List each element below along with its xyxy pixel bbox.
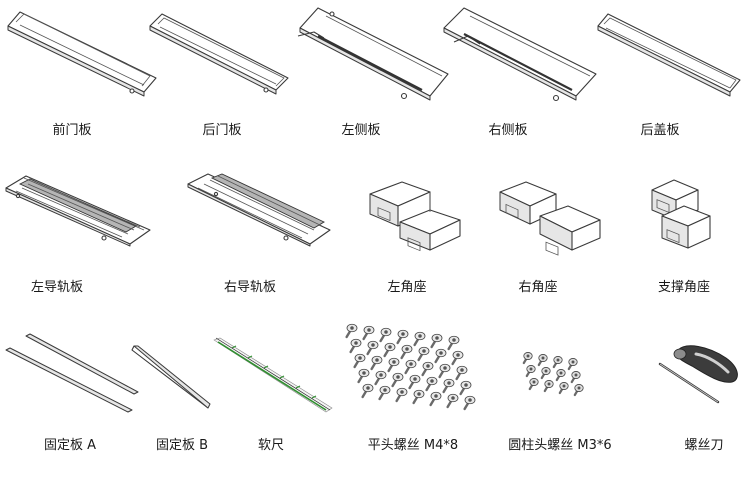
- cylinder-head-screw-label: 圆柱头螺丝 M3*6: [508, 438, 612, 453]
- screw: [362, 325, 375, 341]
- left-guide-rail-panel-drawing: [2, 174, 152, 247]
- flat-head-screw-drawing: [330, 320, 486, 416]
- screw: [417, 346, 430, 362]
- screw: [442, 378, 455, 394]
- screw: [543, 380, 554, 393]
- screw: [429, 391, 442, 407]
- screw: [400, 344, 413, 360]
- left-side-panel-drawing: [296, 6, 450, 102]
- screw: [345, 323, 358, 339]
- right-guide-rail-panel-label: 右导轨板: [223, 280, 277, 295]
- rear-door-panel-drawing: [148, 12, 290, 95]
- screw: [396, 329, 409, 345]
- screw: [567, 358, 578, 371]
- screw: [349, 338, 362, 354]
- flat-head-screw-label: 平头螺丝 M4*8: [367, 438, 459, 453]
- screw: [434, 348, 447, 364]
- fixing-plate-b-drawing: [130, 344, 212, 412]
- screw: [446, 393, 459, 409]
- screw: [357, 368, 370, 384]
- right-side-panel-drawing: [440, 6, 600, 102]
- right-side-panel-label: 右侧板: [488, 123, 528, 138]
- screw: [378, 385, 391, 401]
- screw: [379, 327, 392, 343]
- left-corner-seat-drawing: [364, 180, 464, 252]
- screw: [528, 378, 539, 391]
- right-corner-seat-drawing: [496, 180, 604, 256]
- screw: [558, 382, 569, 395]
- screw: [537, 354, 548, 367]
- front-door-panel-drawing: [6, 8, 158, 97]
- screw: [463, 395, 476, 411]
- screw: [570, 371, 581, 384]
- screw: [430, 333, 443, 349]
- screw: [353, 353, 366, 369]
- screw: [451, 350, 464, 366]
- right-corner-seat-label: 右角座: [518, 280, 558, 295]
- screw: [522, 352, 533, 365]
- screw: [366, 340, 379, 356]
- soft-ruler-label: 软尺: [257, 438, 285, 453]
- rear-cover-panel-label: 后盖板: [640, 123, 680, 138]
- screw: [525, 365, 536, 378]
- screw: [374, 370, 387, 386]
- screw: [421, 361, 434, 377]
- left-side-panel-label: 左侧板: [341, 123, 381, 138]
- fixing-plate-a-drawing: [4, 333, 139, 414]
- screw: [361, 383, 374, 399]
- fixing-plate-b-label: 固定板 B: [155, 438, 209, 453]
- screw: [438, 363, 451, 379]
- right-guide-rail-panel-drawing: [186, 172, 332, 247]
- screw: [412, 389, 425, 405]
- screw: [447, 335, 460, 351]
- screw: [413, 331, 426, 347]
- screw: [408, 374, 421, 390]
- screw: [552, 356, 563, 369]
- rear-cover-panel-drawing: [596, 12, 742, 97]
- rear-door-panel-label: 后门板: [202, 123, 242, 138]
- screw: [459, 380, 472, 396]
- screw: [425, 376, 438, 392]
- screwdriver-label: 螺丝刀: [684, 438, 724, 453]
- front-door-panel-label: 前门板: [52, 123, 92, 138]
- screw: [540, 367, 551, 380]
- screw: [404, 359, 417, 375]
- screw: [370, 355, 383, 371]
- screw: [383, 342, 396, 358]
- left-corner-seat-label: 左角座: [387, 280, 427, 295]
- screw: [555, 369, 566, 382]
- screw: [391, 372, 404, 388]
- screwdriver-drawing: [656, 340, 742, 406]
- screw: [387, 357, 400, 373]
- support-corner-seat-drawing: [648, 178, 714, 250]
- soft-ruler-drawing: [212, 336, 336, 416]
- support-corner-seat-label: 支撑角座: [657, 280, 711, 295]
- screw: [573, 384, 584, 397]
- cylinder-head-screw-drawing: [512, 350, 592, 406]
- screw: [455, 365, 468, 381]
- screw: [395, 387, 408, 403]
- fixing-plate-a-label: 固定板 A: [43, 438, 97, 453]
- left-guide-rail-panel-label: 左导轨板: [30, 280, 84, 295]
